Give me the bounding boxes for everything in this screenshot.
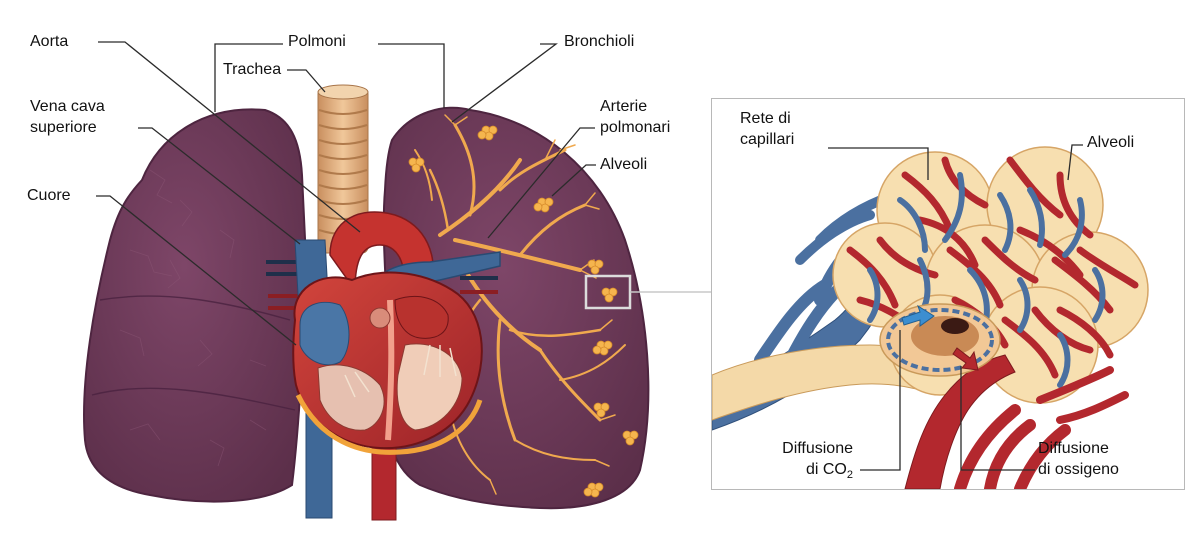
label-bronchioli: Bronchioli	[564, 33, 634, 51]
label-vena-cava-line1: Vena cava	[30, 98, 105, 116]
label-polmoni: Polmoni	[288, 33, 346, 51]
label-diffusione-o2-line1: Diffusione	[1038, 440, 1109, 458]
aortic-valve	[370, 308, 390, 328]
label-arterie-line2: polmonari	[600, 119, 670, 137]
label-diffusione-co2-line1: Diffusione	[743, 440, 853, 458]
label-trachea: Trachea	[223, 61, 281, 79]
label-rete-line2: capillari	[740, 131, 794, 149]
label-vena-cava-line2: superiore	[30, 119, 97, 137]
co2-text: di CO	[806, 461, 847, 478]
heart-chamber-right-atrium	[300, 302, 349, 364]
label-rete-line1: Rete di	[740, 110, 791, 128]
label-alveoli: Alveoli	[600, 156, 647, 174]
capillary-inset-frame	[711, 98, 1185, 490]
co2-subscript: 2	[847, 469, 853, 481]
label-cuore: Cuore	[27, 187, 71, 205]
label-diffusione-co2-line2: di CO2	[743, 461, 853, 484]
label-diffusione-o2-line2: di ossigeno	[1038, 461, 1119, 479]
label-aorta: Aorta	[30, 33, 68, 51]
left-lung	[84, 109, 306, 501]
label-alveoli-inset: Alveoli	[1087, 134, 1134, 152]
label-arterie-line1: Arterie	[600, 98, 647, 116]
